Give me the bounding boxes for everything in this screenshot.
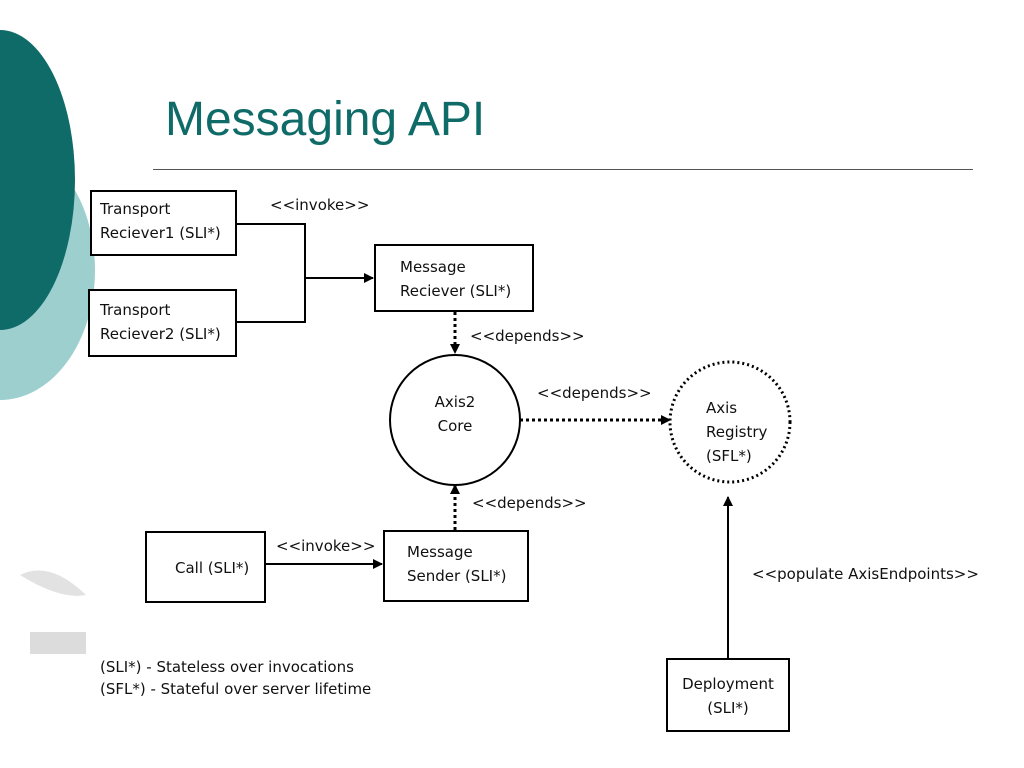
axis-registry-line2: Registry — [706, 423, 768, 441]
message-receiver-line2: Reciever (SLI*) — [400, 282, 512, 300]
transport-receiver1-box: Transport Reciever1 (SLI*) — [90, 190, 237, 256]
title-divider — [153, 169, 973, 170]
transport-receiver2-box: Transport Reciever2 (SLI*) — [88, 289, 237, 357]
deployment-line1: Deployment — [682, 675, 774, 693]
deco-leaf — [20, 570, 86, 596]
transport-receiver2-line1: Transport — [100, 301, 171, 319]
deco-dark-circle — [0, 30, 75, 330]
depends-label-registry: <<depends>> — [537, 384, 652, 402]
axis-registry-label: Axis Registry (SFL*) — [692, 396, 772, 468]
invoke-label-top: <<invoke>> — [270, 196, 370, 214]
transport-receiver2-line2: Reciever2 (SLI*) — [100, 325, 221, 343]
message-receiver-line1: Message — [400, 258, 466, 276]
axis2-core-circle — [389, 354, 521, 486]
invoke-label-call: <<invoke>> — [276, 537, 376, 555]
message-sender-box: Message Sender (SLI*) — [383, 530, 529, 602]
axis-registry-line1: Axis — [706, 399, 738, 417]
depends-label-receiver: <<depends>> — [470, 327, 585, 345]
message-sender-line2: Sender (SLI*) — [407, 567, 507, 585]
axis-registry-line3: (SFL*) — [706, 447, 752, 465]
invoke-connector-transport1 — [236, 223, 306, 323]
populate-label: <<populate AxisEndpoints>> — [752, 565, 979, 583]
message-receiver-box: Message Reciever (SLI*) — [374, 244, 534, 312]
transport-receiver1-line1: Transport — [100, 200, 171, 218]
call-label: Call (SLI*) — [175, 559, 250, 577]
depends-label-sender: <<depends>> — [472, 494, 587, 512]
axis2-core-label: Axis2 Core — [405, 390, 505, 438]
deployment-box: Deployment (SLI*) — [666, 658, 790, 732]
transport-receiver1-line2: Reciever1 (SLI*) — [100, 224, 221, 242]
message-sender-line1: Message — [407, 543, 473, 561]
legend-sfl: (SFL*) - Stateful over server lifetime — [100, 680, 372, 698]
deco-gray-bar — [30, 632, 86, 654]
call-box: Call (SLI*) — [145, 531, 266, 603]
deployment-line2: (SLI*) — [707, 699, 749, 717]
axis2-core-line1: Axis2 — [434, 393, 476, 411]
legend: (SLI*) - Stateless over invocations (SFL… — [100, 656, 371, 700]
axis-registry-circle — [668, 360, 792, 484]
page-title: Messaging API — [165, 93, 486, 146]
legend-sli: (SLI*) - Stateless over invocations — [100, 658, 354, 676]
axis2-core-line2: Core — [437, 417, 473, 435]
